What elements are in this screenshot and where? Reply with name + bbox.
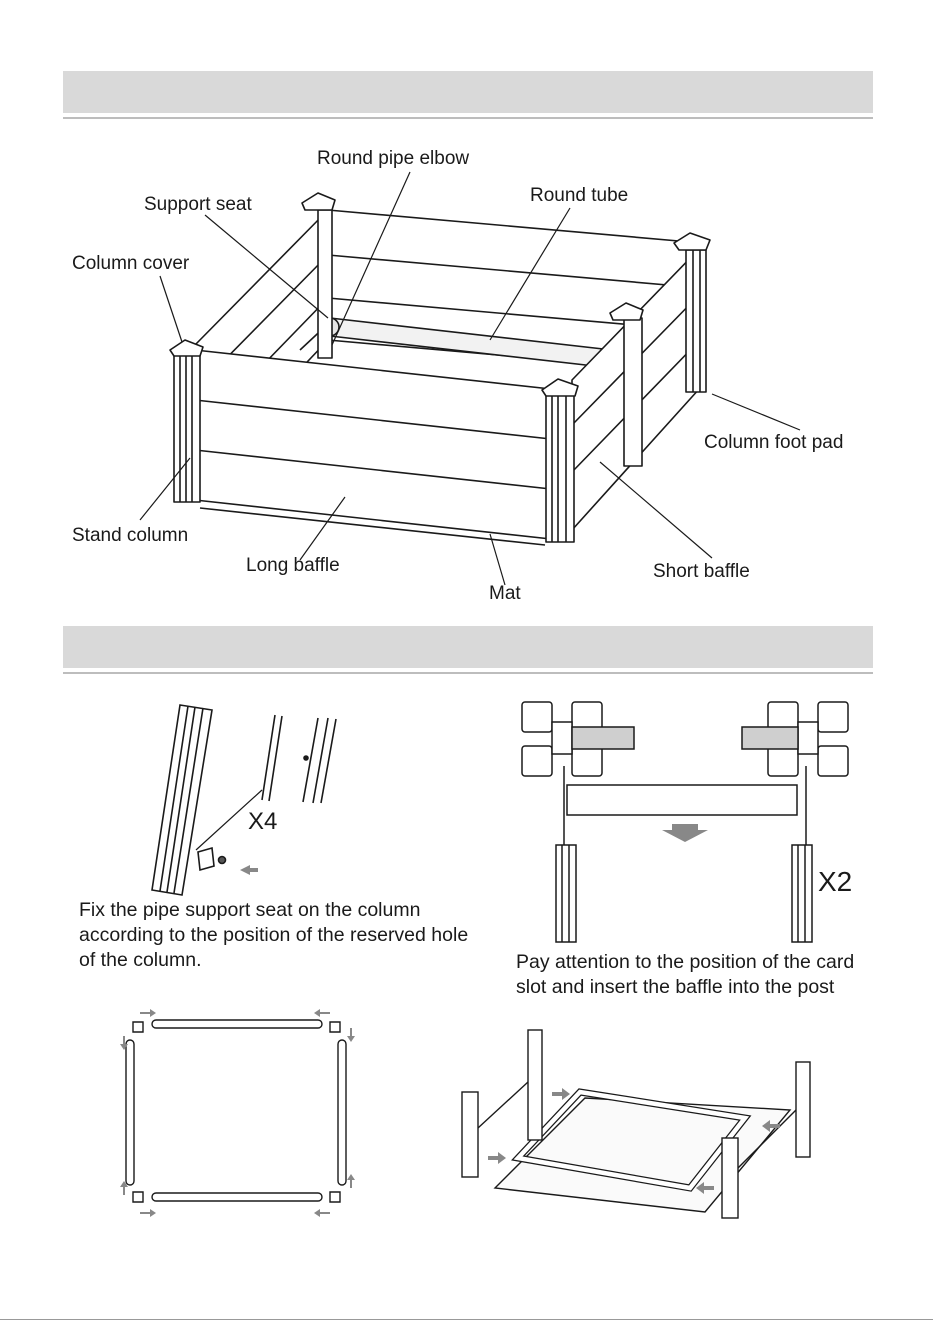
arrow-icons [488, 1088, 780, 1194]
tube-bottom [151, 1192, 323, 1202]
stand-column-front-right [541, 378, 579, 543]
step2-multiplier: X2 [818, 866, 853, 897]
label-support-seat: Support seat [144, 194, 252, 215]
page-bottom-rule [0, 1319, 933, 1320]
post-right [791, 844, 813, 943]
section-header-band-steps [63, 626, 873, 668]
assembly-columns [461, 1029, 811, 1219]
label-column-foot-pad: Column foot pad [704, 432, 844, 453]
baffle-end-right [741, 726, 799, 750]
support-seat-part [197, 846, 227, 872]
card-slot-section-left [521, 701, 603, 777]
stand-column-back-right [673, 232, 711, 393]
baffle-panel [566, 784, 798, 816]
tube-left [125, 1039, 135, 1186]
tube-top [151, 1019, 323, 1029]
arrow-down-icon [662, 824, 708, 842]
tube-right [337, 1039, 347, 1186]
stand-column-front-left [169, 339, 204, 503]
section-divider [63, 672, 873, 674]
label-long-baffle: Long baffle [246, 555, 340, 576]
stand-column-back-left [301, 192, 336, 359]
planter-box-parts-diagram [139, 171, 801, 586]
label-short-baffle: Short baffle [653, 561, 750, 582]
label-column-cover: Column cover [72, 253, 190, 274]
label-stand-column: Stand column [72, 525, 189, 546]
step2-caption: Pay attention to the position of the car… [516, 951, 855, 998]
baffle-end-left [571, 726, 635, 750]
elbow-corners [132, 1021, 341, 1203]
label-round-tube: Round tube [530, 185, 629, 206]
post-left [555, 844, 577, 943]
label-mat: Mat [489, 583, 521, 604]
step1-multiplier: X4 [248, 808, 278, 835]
section-divider [63, 117, 873, 119]
card-slot-section-right [767, 701, 849, 777]
mat-shape [493, 1097, 792, 1213]
arrow-icons [120, 1009, 355, 1217]
stand-column-mid-right [609, 302, 644, 467]
label-round-pipe-elbow: Round pipe elbow [317, 148, 470, 169]
step1-caption: Fix the pipe support seat on the column … [79, 899, 469, 971]
arrow-icon [240, 865, 258, 875]
section-header-band-parts [63, 71, 873, 113]
